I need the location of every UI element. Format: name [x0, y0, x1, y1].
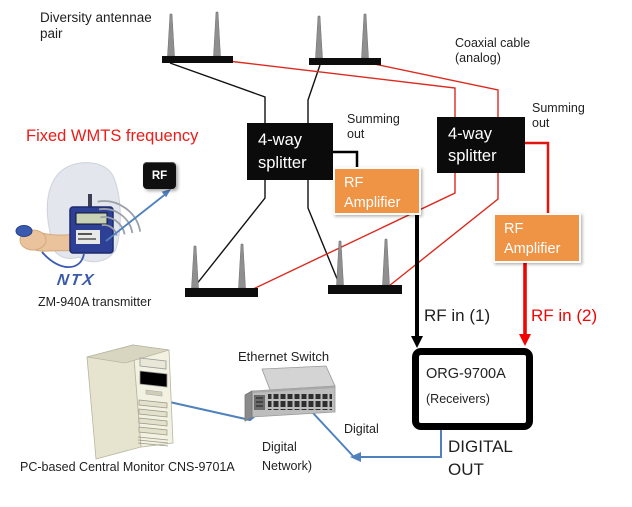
digital-label: Digital — [344, 422, 379, 436]
wireless-signal-icon — [97, 189, 171, 242]
rf-badge-label: RF — [151, 169, 168, 182]
rf-in-2-label: RF in (2) — [531, 306, 598, 325]
switch-network-line — [312, 412, 354, 457]
ntx-logo: NTX — [55, 272, 97, 289]
fixed-wmts-label: Fixed WMTS frequency — [26, 127, 199, 145]
antenna-pair-2 — [309, 13, 381, 65]
coax-red-a2-splitter2 — [373, 63, 499, 117]
summing-out-right-label: Summing out — [532, 101, 585, 130]
coax-black-splitter1-a3 — [191, 180, 266, 291]
receiver-box: ORG-9700A (Receivers) — [412, 348, 533, 430]
antenna-pair-4 — [328, 238, 402, 294]
ethernet-switch-label: Ethernet Switch — [238, 349, 330, 364]
digital-network-label: Digital Network) — [262, 440, 313, 473]
rf-in-1-label: RF in (1) — [424, 306, 491, 325]
rf-amplifier-left-label: RF Amplifier — [344, 175, 401, 212]
diversity-antennae-label: Diversity antennae pair — [40, 10, 152, 41]
splitter-right-box: 4-way splitter — [437, 117, 525, 173]
coax-red-a1-splitter2 — [227, 60, 456, 117]
rf-in-1-arrow — [411, 215, 423, 348]
rf-in-2-arrow — [519, 263, 531, 346]
ethernet-switch-image — [244, 365, 336, 422]
rf-amplifier-right-box: RF Amplifier — [493, 213, 581, 263]
coax-red-splitter2-a4 — [388, 173, 499, 287]
splitter-left-box: 4-way splitter — [247, 123, 333, 180]
summing-line-splitter2-amp2 — [525, 141, 550, 214]
coax-black-splitter1-a4 — [307, 180, 341, 287]
coaxial-cable-label: Coaxial cable (analog) — [455, 36, 531, 65]
coax-black-a2-splitter1 — [307, 64, 321, 123]
summing-line-splitter1-amp1 — [333, 150, 359, 168]
summing-out-left-label: Summing out — [347, 112, 400, 141]
receiver-model-label: ORG-9700A — [426, 366, 506, 382]
coax-red-splitter2-a3 — [248, 173, 456, 292]
splitter-right-label: 4-way splitter — [448, 124, 497, 165]
pc-tower-image — [86, 344, 174, 460]
rf-amplifier-right-label: RF Amplifier — [504, 221, 561, 258]
digital-out-label: DIGITAL OUT — [448, 437, 513, 479]
coax-black-a1-splitter1 — [169, 62, 266, 123]
rf-amplifier-left-box: RF Amplifier — [333, 167, 421, 215]
splitter-left-label: 4-way splitter — [258, 131, 307, 172]
pc-caption: PC-based Central Monitor CNS-9701A — [20, 460, 235, 474]
rf-signal-badge: RF — [143, 162, 176, 189]
receiver-subtitle-label: (Receivers) — [426, 392, 490, 406]
transmitter-caption: ZM-940A transmitter — [38, 295, 152, 309]
antenna-pair-3 — [185, 243, 258, 297]
digital-out-line — [350, 430, 442, 462]
patient-transmitter-image — [15, 162, 121, 268]
antenna-pair-1 — [162, 11, 233, 63]
